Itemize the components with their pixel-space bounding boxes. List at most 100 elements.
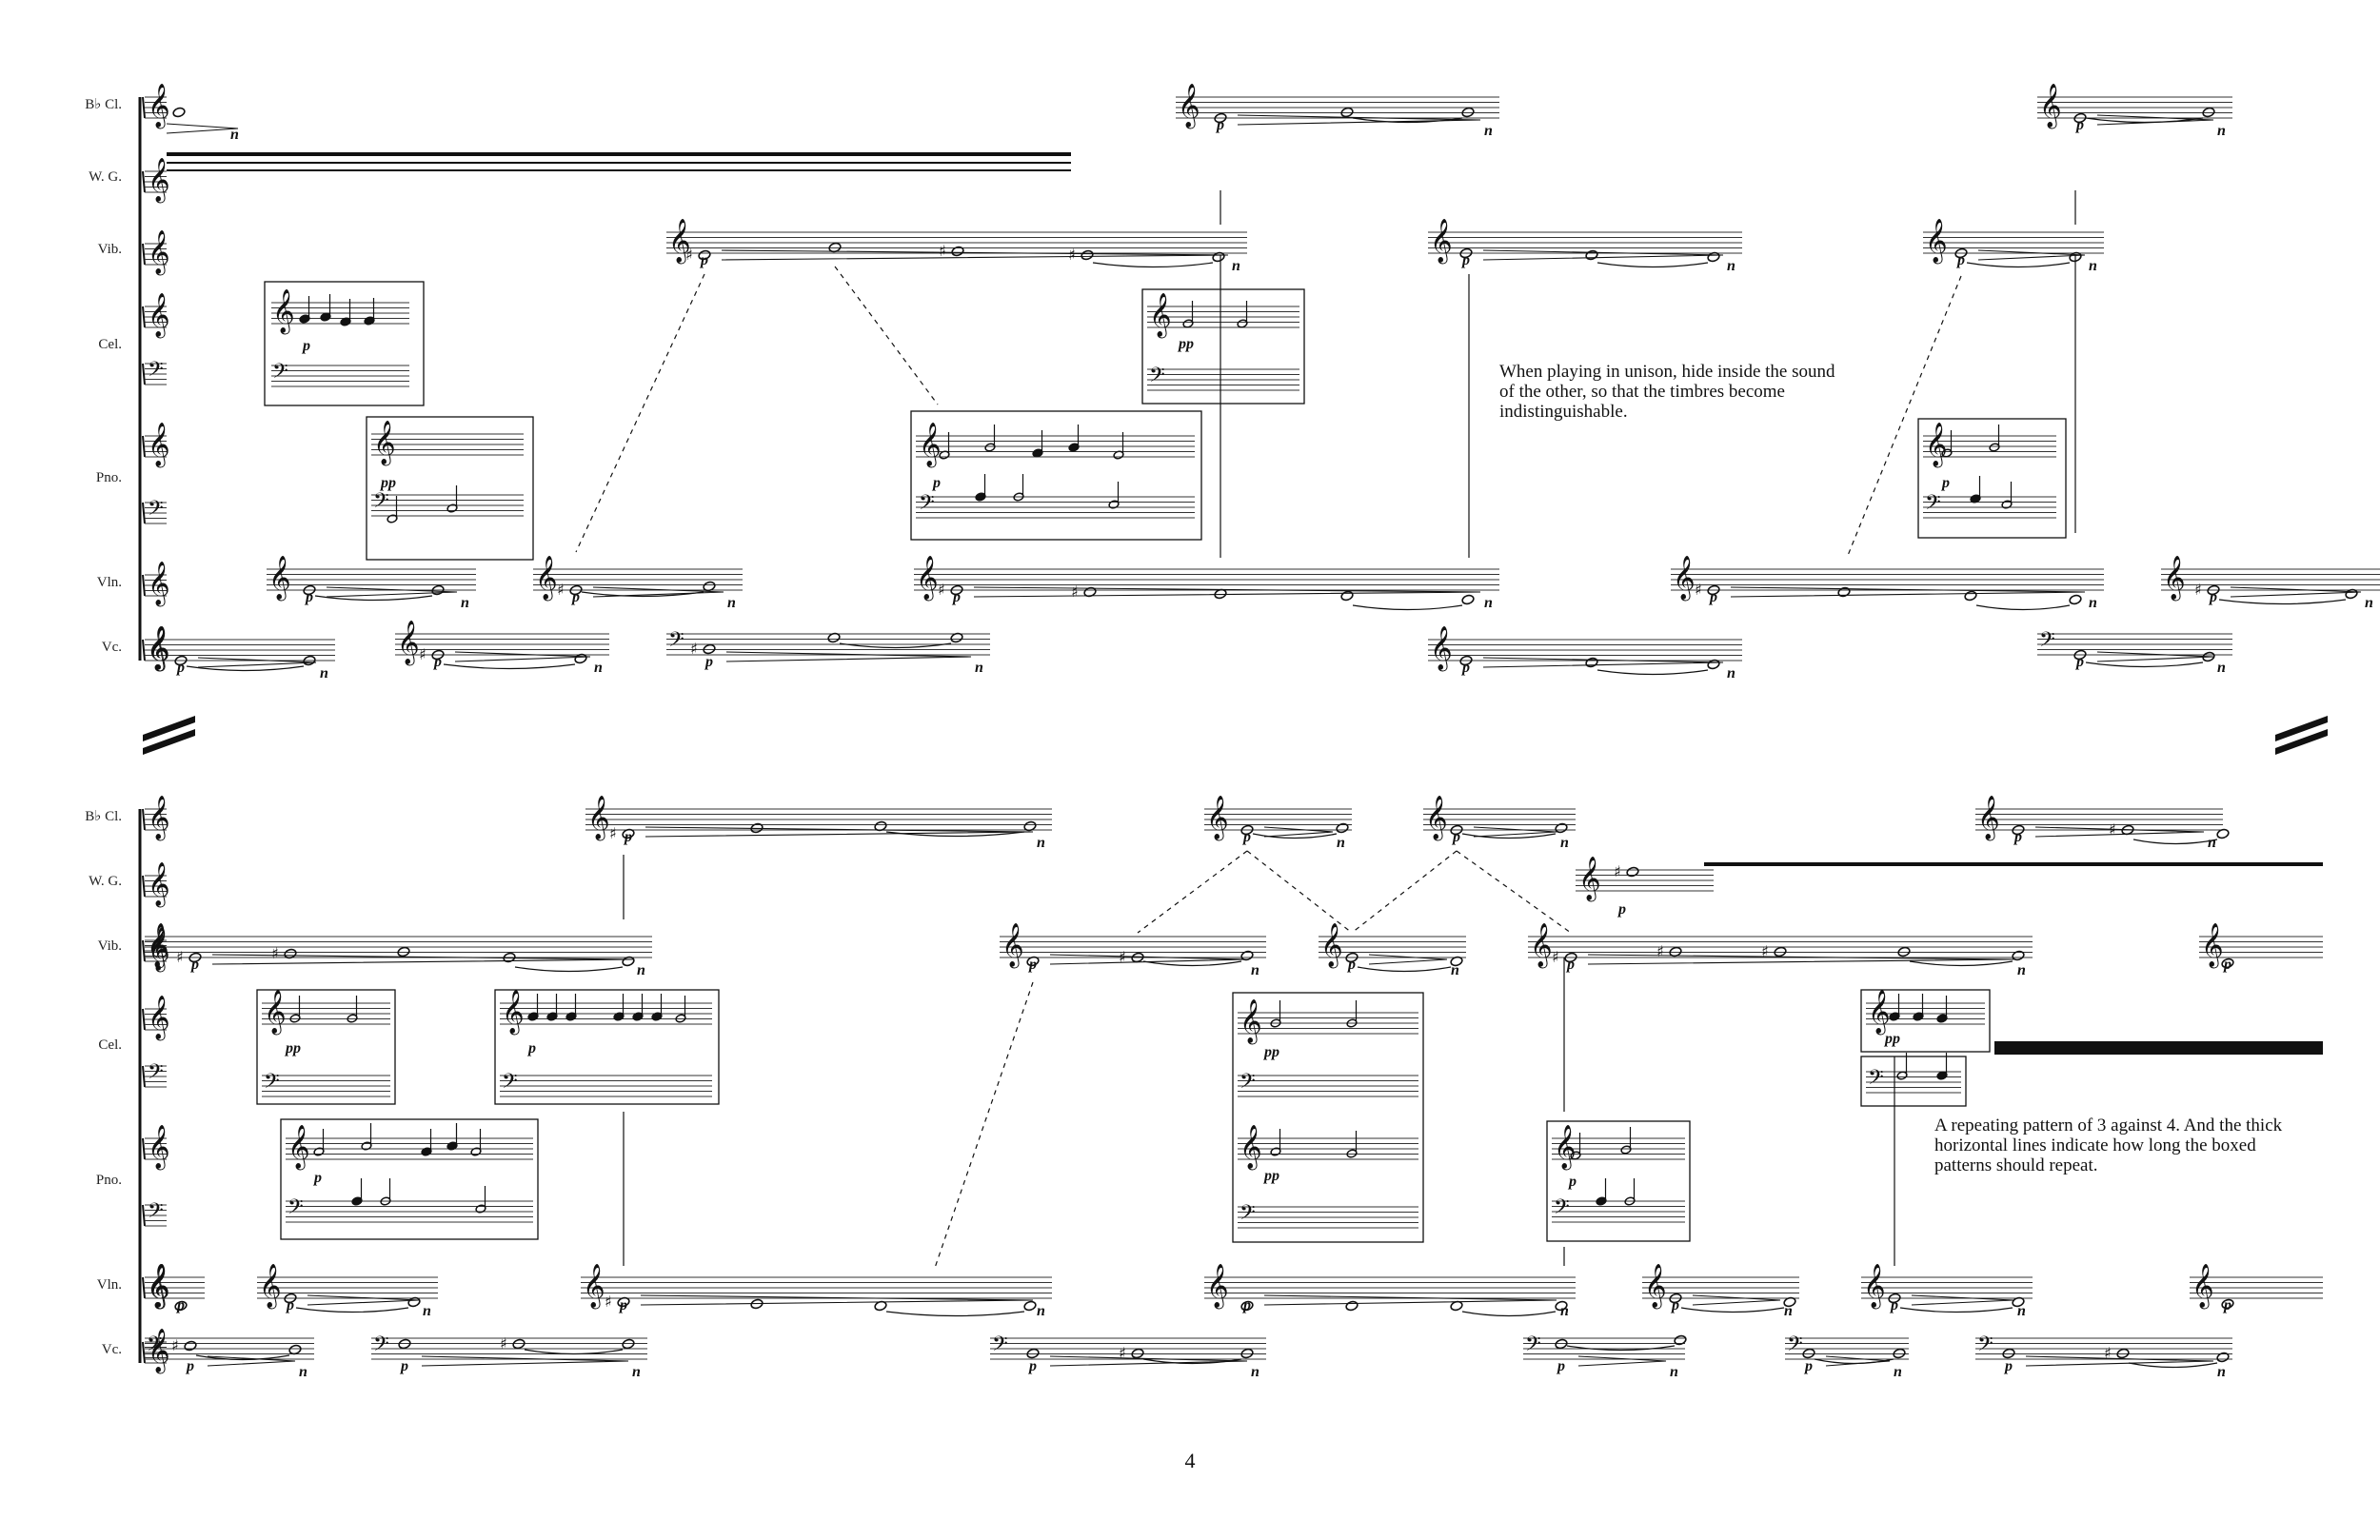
decrescendo-hairpin — [973, 586, 1481, 598]
dynamic-pp: pp — [1262, 1168, 1279, 1184]
label-clarinet: B♭ Cl. — [85, 97, 122, 112]
dynamic-p: p — [301, 338, 310, 354]
whole-note — [2202, 107, 2215, 118]
tie — [1352, 117, 1463, 124]
whole-note — [569, 584, 583, 596]
dynamic-niente: n — [1560, 835, 1569, 851]
tie — [1357, 966, 1452, 973]
bass-clef-icon: 𝄢 — [1925, 491, 1941, 520]
whole-note — [2002, 1348, 2015, 1359]
whole-note — [2012, 824, 2025, 836]
whole-note — [1893, 1348, 1906, 1359]
bass-clef-icon: 𝄢 — [147, 1333, 163, 1361]
treble-clef-icon: 𝄞 — [147, 923, 169, 969]
tie — [1680, 1307, 1785, 1313]
whole-note — [951, 246, 964, 257]
boxed-pattern — [910, 410, 1202, 541]
dynamic-p: p — [1940, 475, 1950, 491]
bass-clef-icon: 𝄢 — [1554, 1195, 1570, 1224]
sharp-icon: ♯ — [500, 1334, 507, 1352]
whole-note — [703, 581, 716, 592]
sharp-icon: ♯ — [690, 640, 698, 658]
whole-note — [1026, 956, 1040, 967]
whole-note — [398, 1338, 411, 1350]
dynamic-p: p — [570, 589, 580, 605]
decrescendo-hairpin — [166, 123, 239, 134]
dynamic-niente: n — [1670, 1364, 1678, 1380]
dynamic-niente: n — [1232, 258, 1240, 274]
whole-note — [1081, 249, 1094, 261]
sharp-icon: ♯ — [1614, 862, 1621, 880]
whole-note — [1450, 824, 1463, 836]
sharp-icon: ♯ — [1761, 942, 1769, 960]
whole-note — [1585, 249, 1598, 261]
whole-note — [622, 828, 635, 839]
whole-note — [1461, 107, 1475, 118]
dynamic-p: p — [1027, 1358, 1037, 1374]
dynamic-p: p — [1803, 1358, 1813, 1374]
system-start — [142, 1341, 146, 1364]
whole-note — [1459, 247, 1473, 259]
dynamic-p: p — [1616, 901, 1626, 918]
bass-clef-icon: 𝄢 — [1240, 1070, 1256, 1098]
boxed-pattern — [1860, 1056, 1967, 1107]
dynamic-niente: n — [975, 660, 983, 676]
sharp-icon: ♯ — [2104, 1344, 2112, 1362]
dynamic-niente: n — [423, 1303, 431, 1319]
tie — [1566, 1345, 1676, 1352]
dynamic-niente: n — [2089, 258, 2097, 274]
bass-clef-icon: 𝄢 — [264, 1070, 280, 1098]
whole-note — [397, 946, 410, 958]
treble-clef-icon: 𝄞 — [1530, 923, 1553, 969]
tie — [1597, 669, 1709, 676]
decrescendo-hairpin — [1692, 1294, 1781, 1306]
label-clarinet: B♭ Cl. — [85, 809, 122, 824]
whole-note — [617, 1296, 630, 1308]
boxed-pattern — [494, 989, 720, 1105]
treble-clef-icon: 𝄞 — [535, 556, 558, 602]
dynamic-niente: n — [299, 1364, 307, 1380]
treble-clef-icon: 𝄞 — [148, 996, 170, 1041]
label-piano: Pno. — [95, 470, 122, 485]
bass-clef-icon: 𝄢 — [1787, 1333, 1803, 1361]
whole-note — [1564, 952, 1577, 963]
label-vibraphone: Vib. — [97, 242, 122, 257]
treble-clef-icon: 𝄞 — [148, 1125, 170, 1171]
dynamic-p: p — [2003, 1358, 2013, 1374]
whole-note — [1240, 1348, 1254, 1359]
whole-note — [1555, 1338, 1568, 1350]
tie — [1461, 1311, 1557, 1317]
tie — [1142, 960, 1242, 967]
dynamic-p: p — [1346, 957, 1356, 973]
whole-note — [1707, 584, 1720, 596]
label-violin: Vln. — [96, 1277, 122, 1293]
decrescendo-hairpin — [326, 586, 458, 598]
dynamic-niente: n — [1484, 123, 1493, 139]
treble-clef-icon: 𝄞 — [288, 1125, 310, 1171]
dynamic-niente: n — [2017, 962, 2026, 978]
treble-clef-icon: 𝄞 — [2201, 923, 2224, 969]
whole-note — [431, 584, 445, 596]
performance-note-pattern: A repeating pattern of 3 against 4. And … — [1934, 1116, 2283, 1175]
treble-clef-icon: 𝄞 — [1644, 1264, 1667, 1310]
dynamic-niente: n — [2217, 660, 2226, 676]
treble-clef-icon: 𝄞 — [1320, 923, 1343, 969]
whole-note — [512, 1338, 526, 1350]
treble-clef-icon: 𝄞 — [1673, 556, 1696, 602]
whole-note — [1023, 820, 1037, 832]
treble-clef-icon: 𝄞 — [148, 1329, 170, 1374]
treble-clef-icon: 𝄞 — [1240, 1125, 1262, 1171]
whole-note — [1555, 822, 1568, 834]
dynamic-p: p — [2222, 1297, 2231, 1313]
dashed-connector — [1246, 850, 1353, 934]
whole-note — [1802, 1348, 1815, 1359]
decrescendo-hairpin — [197, 657, 317, 668]
whole-note — [172, 107, 186, 118]
whole-note — [2216, 1352, 2230, 1363]
system-start — [142, 243, 146, 266]
repeat-duration-bar — [1994, 1041, 2323, 1055]
dynamic-p: p — [623, 829, 632, 845]
whole-note — [407, 1296, 421, 1308]
decrescendo-hairpin — [421, 1355, 629, 1367]
